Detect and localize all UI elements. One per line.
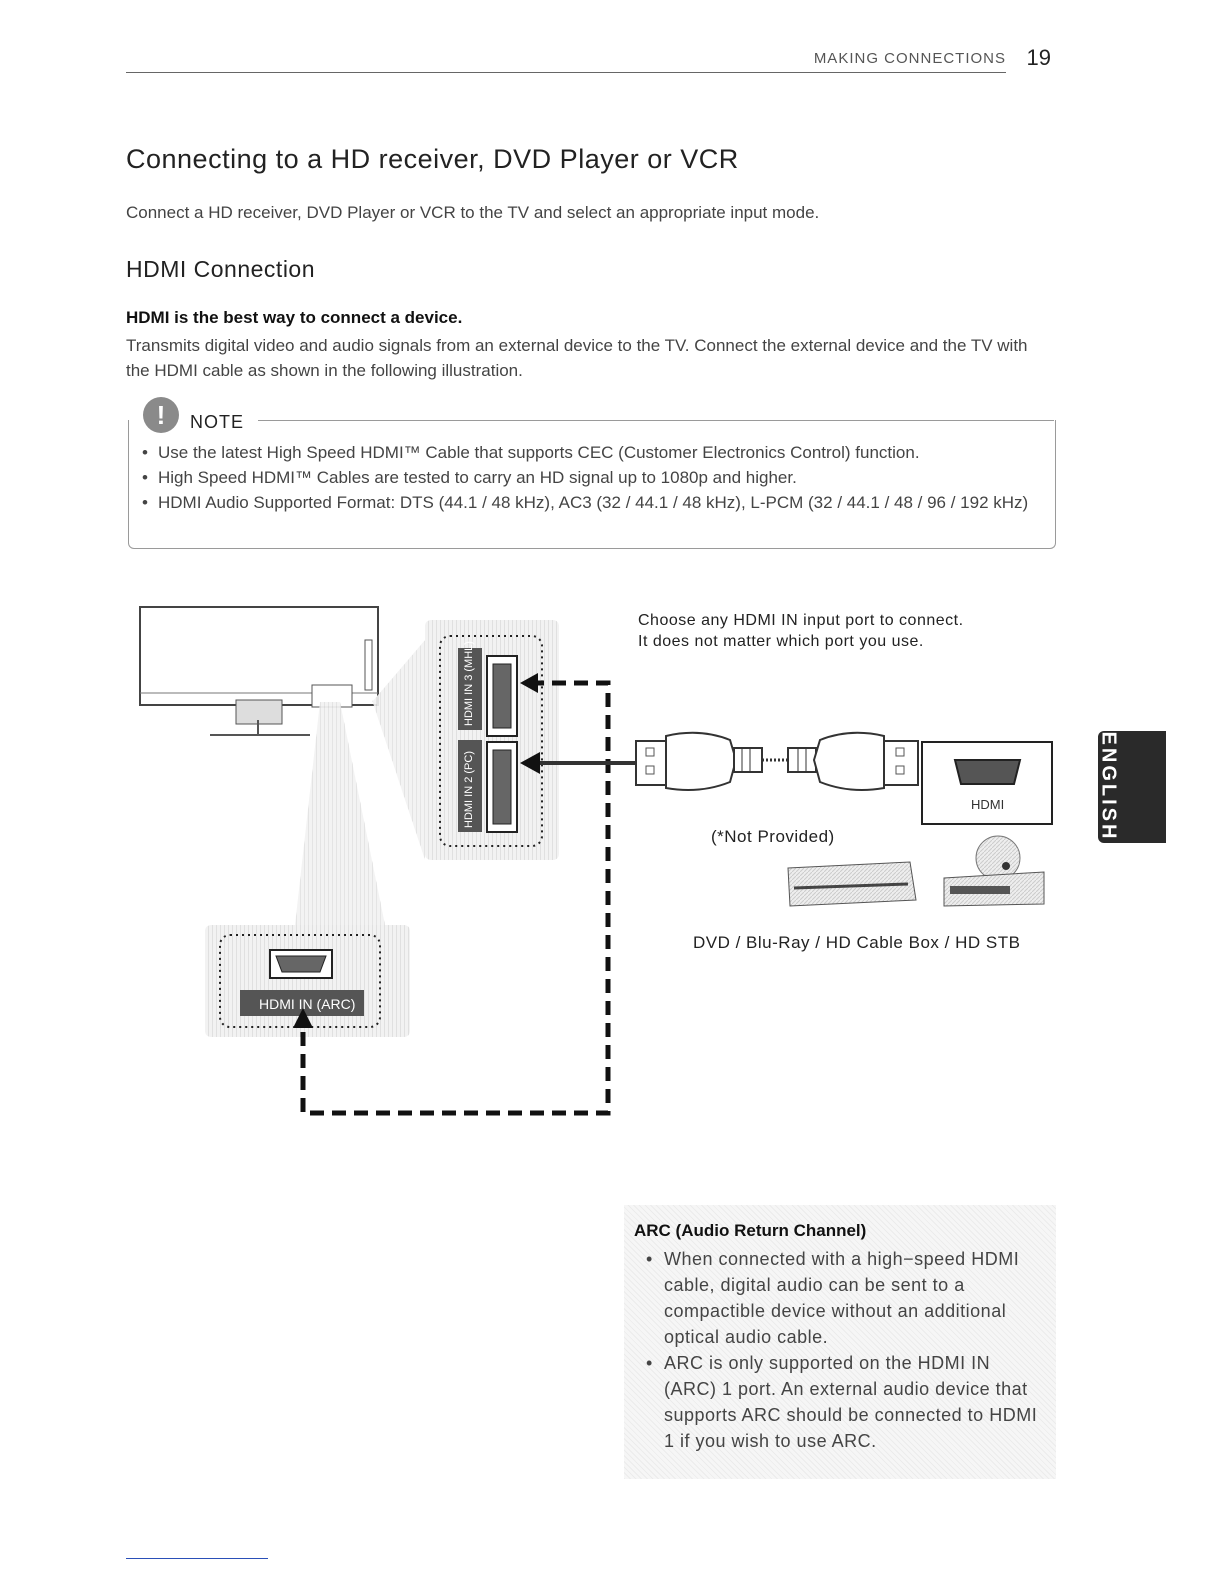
language-tab-label: ENGLISH (1097, 731, 1120, 842)
section-lead: HDMI is the best way to connect a device… (126, 308, 463, 327)
hdmi-port-arc (269, 949, 333, 979)
note-item: HDMI Audio Supported Format: DTS (44.1 /… (140, 490, 1040, 515)
header-section-title: MAKING CONNECTIONS (813, 50, 1006, 67)
arrow-upper (520, 673, 538, 693)
page-number: 19 (1026, 45, 1051, 70)
hdmi-port-upper (486, 655, 518, 737)
arc-list: When connected with a high−speed HDMI ca… (640, 1246, 1040, 1454)
footer-link-rule (126, 1558, 268, 1559)
diagram-caption-line1: Choose any HDMI IN input port to connect… (638, 612, 964, 629)
section-body: Transmits digital video and audio signal… (126, 336, 1028, 380)
dashed-route (300, 680, 611, 1116)
diagram-caption-line2: It does not matter which port you use. (638, 633, 924, 650)
port-upper-label: HDMI IN 3 (MHL) (463, 641, 475, 726)
note-list: Use the latest High Speed HDMI™ Cable th… (140, 440, 1040, 515)
language-tab (1098, 731, 1166, 843)
intro-text: Connect a HD receiver, DVD Player or VCR… (126, 203, 820, 222)
device-list-caption: DVD / Blu-Ray / HD Cable Box / HD STB (693, 933, 1021, 952)
device-hdmi-label: HDMI (971, 797, 1005, 812)
hdmi-cable (635, 731, 919, 791)
page-title: Connecting to a HD receiver, DVD Player … (126, 144, 739, 174)
header-divider (126, 72, 1006, 73)
arc-title: ARC (Audio Return Channel) (634, 1221, 867, 1240)
bluray-player-illustration (943, 835, 1045, 907)
arrow-arc (293, 1008, 313, 1028)
note-label: NOTE (190, 412, 245, 432)
note-item: Use the latest High Speed HDMI™ Cable th… (140, 440, 1040, 465)
note-divider (258, 420, 1054, 421)
port-lower-label: HDMI IN 2 (PC) (463, 751, 475, 828)
dvd-player-illustration (787, 861, 917, 907)
section-heading: HDMI Connection (126, 256, 316, 282)
arc-item: When connected with a high−speed HDMI ca… (640, 1246, 1040, 1350)
note-box (128, 420, 1056, 549)
port-arc-label: HDMI IN (ARC) (259, 996, 356, 1012)
zoom-cone-upper (372, 640, 425, 860)
arrow-lower (520, 752, 540, 774)
zoom-cone-lower (295, 702, 385, 925)
note-icon: ! (143, 397, 179, 433)
arc-item: ARC is only supported on the HDMI IN (AR… (640, 1350, 1040, 1454)
tv-illustration (139, 606, 379, 736)
note-item: High Speed HDMI™ Cables are tested to ca… (140, 465, 1040, 490)
cable-note: (*Not Provided) (711, 827, 835, 846)
hdmi-port-lower (486, 741, 518, 833)
